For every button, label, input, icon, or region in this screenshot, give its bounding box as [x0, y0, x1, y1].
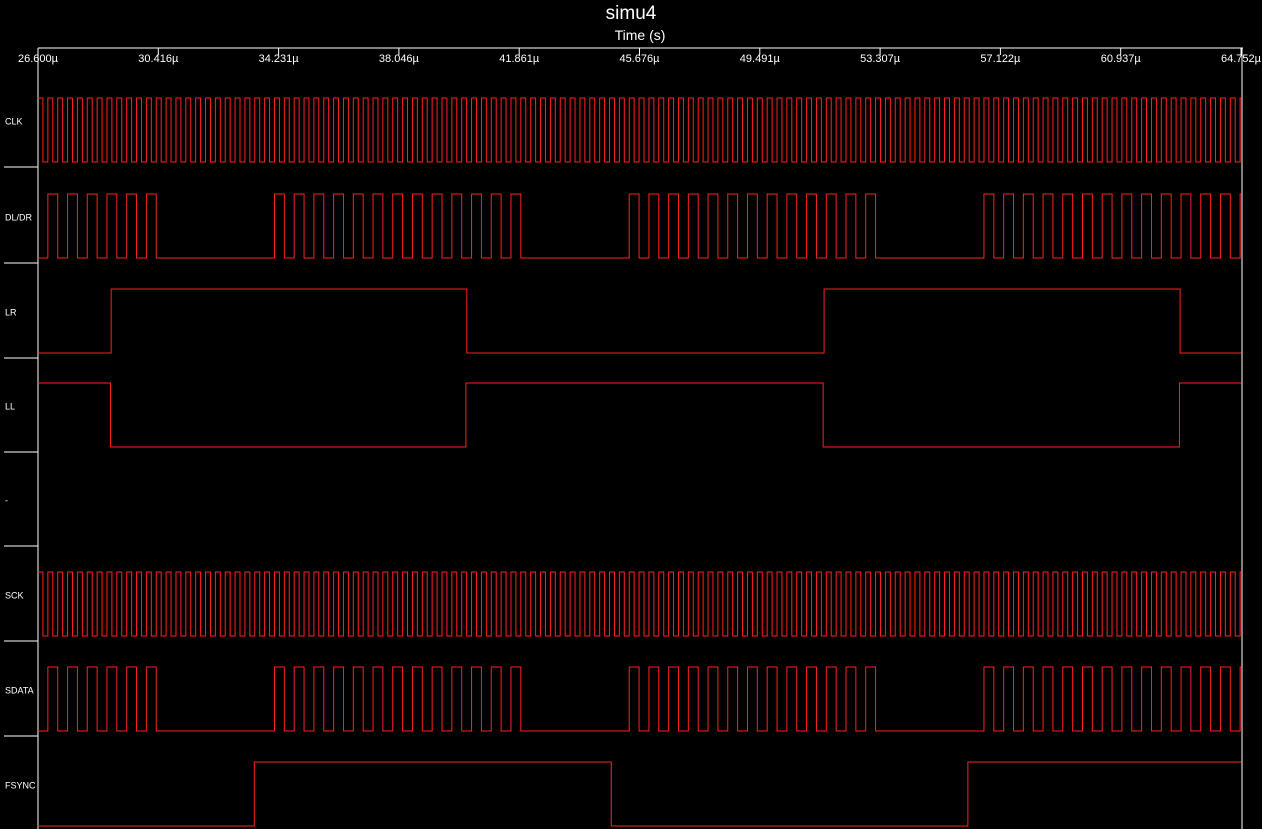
- signal-trace: [38, 97, 1241, 163]
- signal-label: -: [5, 496, 8, 506]
- signal-label: CLK: [5, 117, 23, 127]
- x-tick-label: 26.600µ: [18, 53, 59, 65]
- signal-row: FSYNC: [5, 761, 1241, 827]
- x-tick-label: 53.307µ: [860, 53, 901, 65]
- signal-trace: [38, 761, 1241, 827]
- signal-label: SCK: [5, 591, 24, 601]
- signal-label: SDATA: [5, 686, 34, 696]
- x-tick-label: 41.861µ: [499, 53, 540, 65]
- x-tick-label: 49.491µ: [740, 53, 781, 65]
- axes: [37, 47, 1243, 829]
- x-axis-title: Time (s): [614, 27, 666, 43]
- signal-trace: [38, 193, 1241, 259]
- x-tick-label: 30.416µ: [138, 53, 179, 65]
- signal-row: SDATA: [4, 666, 1241, 737]
- signal-row: LR: [4, 288, 1241, 359]
- signal-trace: [38, 571, 1241, 637]
- signal-label: FSYNC: [5, 781, 36, 791]
- signal-row: SCK: [4, 571, 1241, 642]
- signal-label: DL/DR: [5, 213, 33, 223]
- signal-label: LL: [5, 402, 15, 412]
- x-tick-label: 64.752µ: [1221, 53, 1262, 65]
- x-tick-label: 45.676µ: [620, 53, 661, 65]
- signal-trace: [38, 288, 1241, 354]
- signal-row: LL: [4, 382, 1241, 453]
- signal-trace: [38, 382, 1241, 448]
- x-tick-label: 60.937µ: [1101, 53, 1142, 65]
- signal-trace: [38, 666, 1241, 732]
- x-ticks: 26.600µ 30.416µ 34.231µ 38.046µ 41.861µ 45.67…: [18, 48, 1262, 65]
- signal-row: DL/DR: [4, 193, 1241, 264]
- signal-row: -: [4, 496, 38, 547]
- signal-rows: CLK DL/DR LR LL - SCK SDATA FSYNC: [4, 97, 1241, 827]
- signal-row: CLK: [4, 97, 1241, 168]
- x-tick-label: 57.122µ: [980, 53, 1021, 65]
- x-tick-label: 38.046µ: [379, 53, 420, 65]
- chart-title: simu4: [605, 3, 657, 24]
- signal-label: LR: [5, 308, 17, 318]
- x-tick-label: 34.231µ: [259, 53, 300, 65]
